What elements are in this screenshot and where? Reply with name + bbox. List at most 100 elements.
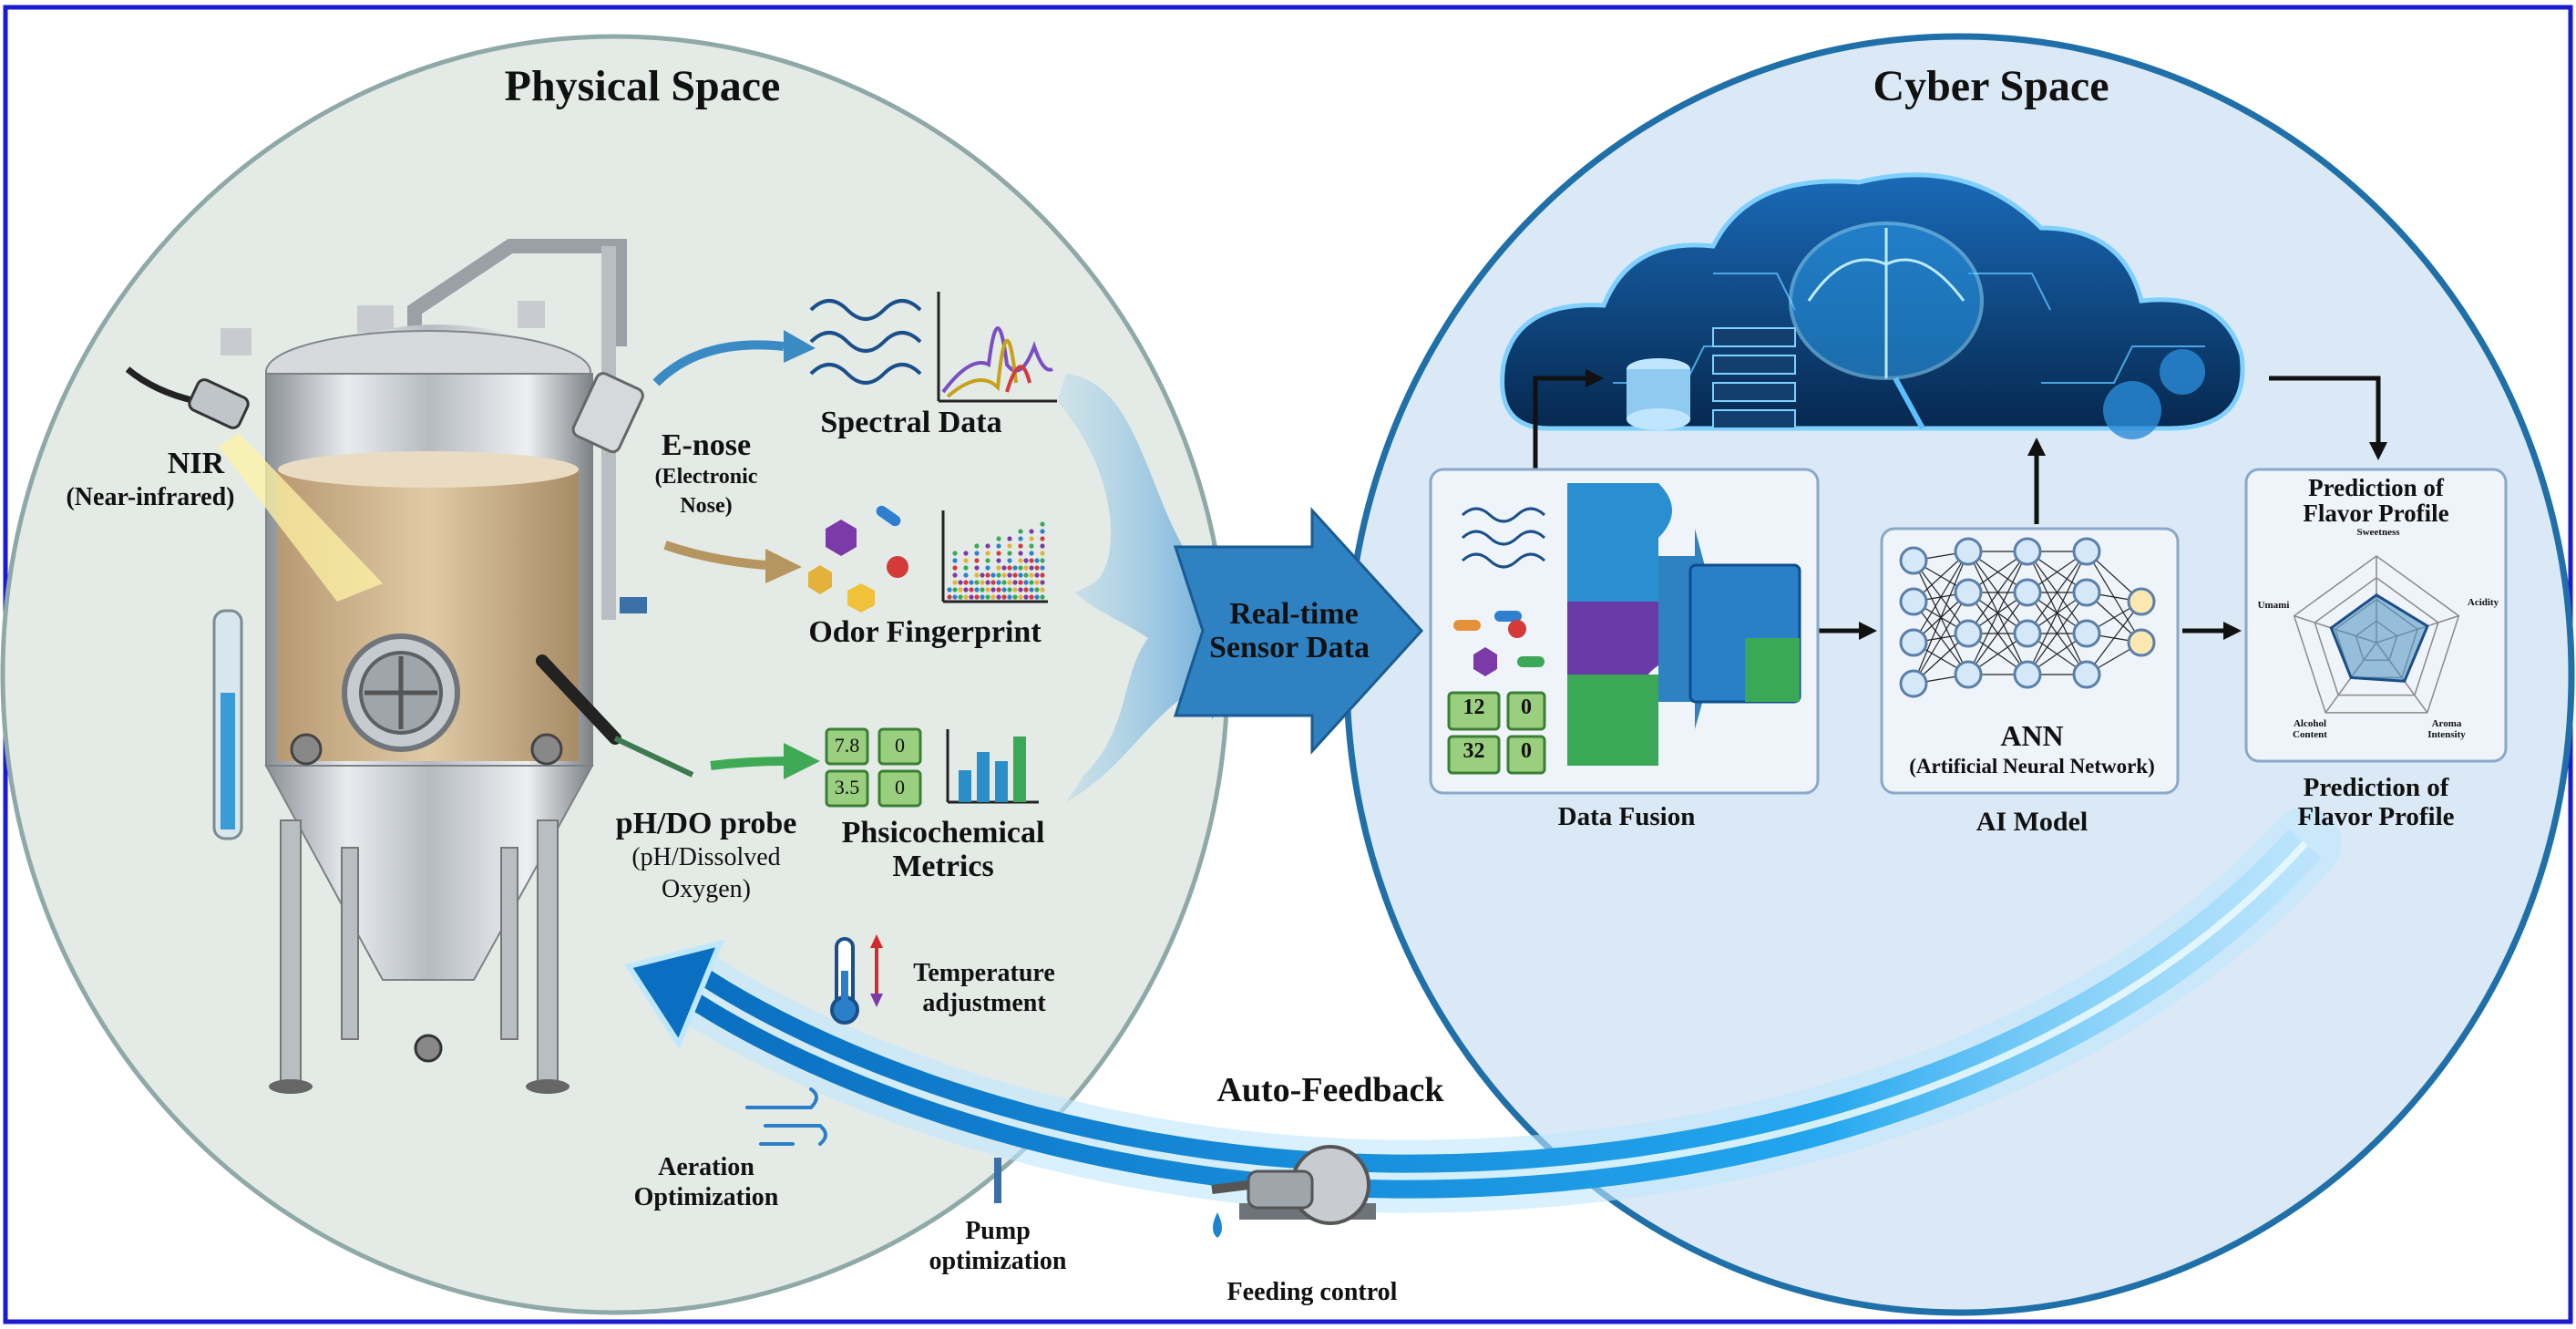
odor-dot bbox=[990, 580, 996, 585]
pump-label-2: optimization bbox=[929, 1247, 1067, 1275]
odor-dot bbox=[1018, 558, 1023, 563]
metric-value-2: 0 bbox=[895, 734, 905, 757]
puzzle-fusion-icon bbox=[1567, 483, 1801, 766]
odor-dot bbox=[985, 565, 990, 571]
metric-value-4: 0 bbox=[895, 776, 905, 798]
feedback-arrow-head bbox=[624, 939, 725, 1050]
physical-space-title: Physical Space bbox=[504, 62, 781, 110]
odor-dot bbox=[974, 594, 980, 600]
odor-dot bbox=[969, 580, 974, 585]
ann-node bbox=[2127, 587, 2156, 616]
spectral-peaks-chart-icon bbox=[937, 292, 1057, 403]
odor-dot bbox=[963, 565, 969, 571]
odor-dot bbox=[1023, 594, 1029, 600]
odor-dot bbox=[996, 543, 1001, 549]
odor-dot bbox=[996, 551, 1001, 556]
odor-fingerprint-chart-icon bbox=[941, 510, 1048, 603]
ann-label: ANN bbox=[2000, 719, 2064, 752]
odor-dot bbox=[1007, 536, 1012, 541]
cyber-space-title: Cyber Space bbox=[1873, 62, 2109, 110]
realtime-arrow-head bbox=[1173, 507, 1424, 755]
data-fusion-label: Data Fusion bbox=[1557, 802, 1696, 831]
odor-dot bbox=[974, 580, 980, 585]
fusion-value-1: 12 bbox=[1462, 695, 1485, 719]
spectral-data-label: Spectral Data bbox=[820, 406, 1002, 439]
prediction-top-label-2: Flavor Profile bbox=[2303, 500, 2449, 527]
ann-connection bbox=[2027, 551, 2088, 634]
odor-dot bbox=[952, 558, 958, 563]
odor-dot bbox=[1001, 565, 1007, 571]
radar-label-aroma-1: Aroma bbox=[2431, 718, 2462, 729]
odor-dot bbox=[996, 565, 1001, 571]
odor-dot bbox=[1018, 587, 1023, 592]
odor-dot bbox=[996, 587, 1001, 592]
neural-network-icon bbox=[1899, 537, 2156, 698]
odor-dot bbox=[963, 580, 969, 585]
aeration-label-1: Aeration bbox=[658, 1153, 754, 1181]
radar-area bbox=[2329, 593, 2429, 683]
ann-sub-label: (Artificial Neural Network) bbox=[1909, 755, 2155, 778]
odor-dot bbox=[1040, 536, 1045, 541]
enose-to-odor-arrow bbox=[663, 541, 766, 570]
prediction-bottom-label-2: Flavor Profile bbox=[2297, 802, 2455, 831]
odor-dot bbox=[963, 551, 969, 556]
pump-label-1: Pump bbox=[965, 1217, 1031, 1245]
odor-dot bbox=[1040, 565, 1045, 571]
odor-dot bbox=[1012, 565, 1018, 571]
ann-node bbox=[2013, 660, 2042, 689]
odor-dot bbox=[952, 580, 958, 585]
pump-icon bbox=[994, 1145, 1376, 1238]
nir-sensor-icon bbox=[125, 366, 383, 602]
odor-dot bbox=[996, 536, 1001, 541]
feeding-control-label: Feeding control bbox=[1226, 1278, 1398, 1306]
odor-dot bbox=[969, 594, 974, 600]
metrics-bar-chart-icon bbox=[946, 729, 1039, 804]
aeration-wind-icon bbox=[745, 1087, 827, 1146]
fusion-to-cloud-arrow bbox=[1533, 369, 1604, 492]
odor-dot bbox=[980, 587, 985, 592]
odor-dot bbox=[1012, 594, 1018, 600]
odor-dot bbox=[985, 558, 990, 563]
metric-value-1: 7.8 bbox=[834, 734, 860, 757]
odor-dot bbox=[963, 587, 969, 592]
ann-connection bbox=[1967, 551, 2028, 675]
odor-dot bbox=[974, 565, 980, 571]
odor-dot bbox=[996, 580, 1001, 585]
radar-grid bbox=[2314, 576, 2439, 696]
odor-dot bbox=[958, 587, 963, 592]
ann-node bbox=[1954, 537, 1983, 566]
odor-dot bbox=[1012, 587, 1018, 592]
cloud-to-prediction-arrow bbox=[2269, 376, 2387, 460]
odor-dot bbox=[1001, 580, 1007, 585]
odor-dot bbox=[963, 594, 969, 600]
ann-node bbox=[2072, 619, 2101, 648]
fusion-waves-icon bbox=[1461, 507, 1546, 569]
ann-connection bbox=[2027, 592, 2088, 675]
odor-dot bbox=[974, 587, 980, 592]
odor-dot bbox=[985, 594, 990, 600]
ann-connection bbox=[2086, 601, 2142, 675]
odor-dot bbox=[990, 587, 996, 592]
odor-dot bbox=[1007, 572, 1012, 578]
odor-dot bbox=[990, 594, 996, 600]
odor-dot bbox=[1029, 587, 1034, 592]
odor-dot bbox=[1034, 594, 1040, 600]
odor-dot bbox=[985, 551, 990, 556]
odor-dot bbox=[1012, 572, 1018, 578]
odor-dot bbox=[1018, 543, 1023, 549]
odor-dot bbox=[1040, 529, 1045, 534]
odor-dot bbox=[980, 572, 985, 578]
cloud-brain-icon bbox=[1500, 172, 2245, 439]
realtime-label-2: Sensor Data bbox=[1209, 631, 1370, 664]
odor-dot bbox=[952, 594, 958, 600]
odor-dot bbox=[974, 543, 980, 549]
odor-dot bbox=[1007, 587, 1012, 592]
odor-dot bbox=[996, 594, 1001, 600]
nir-label: NIR bbox=[167, 447, 225, 480]
odor-dot bbox=[969, 587, 974, 592]
odor-dot bbox=[1001, 594, 1007, 600]
ph-probe-icon bbox=[536, 654, 694, 778]
odor-dot bbox=[980, 580, 985, 585]
odor-dot bbox=[1029, 580, 1034, 585]
auto-feedback-label: Auto-Feedback bbox=[1216, 1071, 1444, 1109]
